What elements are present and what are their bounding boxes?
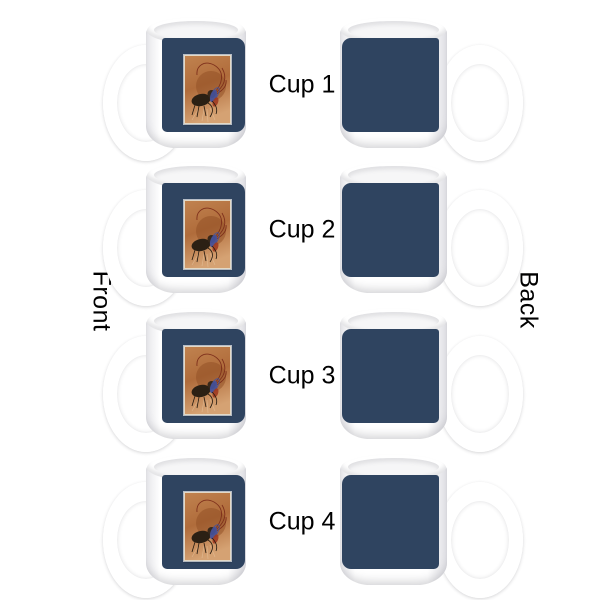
espresso-cup-back-view bbox=[340, 162, 523, 306]
print-panel-front bbox=[162, 475, 245, 569]
cup-label: Cup 2 bbox=[268, 215, 336, 244]
cup-handle bbox=[437, 190, 523, 306]
cup-row: Cup 1 bbox=[0, 17, 600, 161]
cup-label: Cup 3 bbox=[268, 361, 336, 390]
print-panel-front bbox=[162, 329, 245, 423]
espresso-cup-back-view bbox=[340, 308, 523, 452]
cup-handle bbox=[437, 45, 523, 161]
print-panel-back bbox=[342, 329, 439, 423]
cup-row: Cup 4 bbox=[0, 454, 600, 598]
cricket-illustration-icon bbox=[184, 346, 231, 415]
espresso-cup-front-view bbox=[96, 308, 246, 452]
cup-body bbox=[146, 454, 246, 585]
cup-handle bbox=[437, 482, 523, 598]
cup-body bbox=[146, 308, 246, 439]
cup-body bbox=[340, 17, 447, 148]
cup-body bbox=[146, 17, 246, 148]
cricket-illustration-icon bbox=[184, 55, 231, 124]
cup-label: Cup 1 bbox=[268, 70, 336, 99]
espresso-cup-front-view bbox=[96, 162, 246, 306]
cup-handle bbox=[437, 336, 523, 452]
cup-body bbox=[340, 454, 447, 585]
cup-body bbox=[340, 308, 447, 439]
cup-body bbox=[146, 162, 246, 293]
espresso-cup-back-view bbox=[340, 17, 523, 161]
print-panel-back bbox=[342, 183, 439, 277]
cup-row: Cup 2 bbox=[0, 162, 600, 306]
print-panel-back bbox=[342, 475, 439, 569]
cricket-illustration-icon bbox=[184, 200, 231, 269]
cricket-illustration-icon bbox=[184, 492, 231, 561]
espresso-cup-back-view bbox=[340, 454, 523, 598]
print-panel-front bbox=[162, 38, 245, 132]
print-panel-front bbox=[162, 183, 245, 277]
espresso-cup-front-view bbox=[96, 17, 246, 161]
print-panel-back bbox=[342, 38, 439, 132]
cup-label: Cup 4 bbox=[268, 507, 336, 536]
cup-body bbox=[340, 162, 447, 293]
cup-row: Cup 3 bbox=[0, 308, 600, 452]
espresso-cup-front-view bbox=[96, 454, 246, 598]
